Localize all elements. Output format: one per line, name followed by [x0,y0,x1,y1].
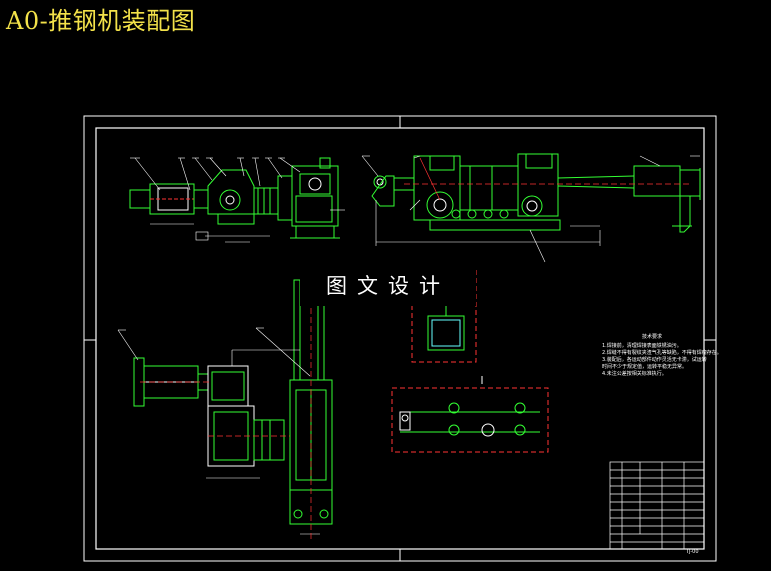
bottom-left-view [133,279,333,525]
watermark-text: 图文设计 [300,266,476,306]
top-right-centerlines [404,157,690,201]
top-left-view [129,157,340,239]
bottom-left-centerlines [140,290,312,540]
title-block [609,461,705,550]
top-right-view [371,153,701,233]
top-right-dimensions [361,155,700,263]
top-left-dimensions [130,157,345,243]
detail-view-upper [411,269,477,363]
technical-requirements-heading: 技术要求 [641,334,662,340]
requirement-line: 1.焊接前，清理焊接表面铁锈油污。 [602,343,682,349]
technical-requirements: 技术要求 1.焊接前，清理焊接表面铁锈油污。 2.焊缝不得有裂纹夹渣气孔等缺陷，… [602,334,722,404]
detail-view-lower [391,376,549,453]
requirement-line: 2.焊缝不得有裂纹夹渣气孔等缺陷，不得有焊瘤存在。 [602,350,722,356]
page-title: A0-推钢机装配图 [6,7,196,35]
requirement-line: 3.装配后，各运动部件动作灵活无卡滞，试运转 [602,357,707,363]
requirement-line: 时间不少于规定值，运转平稳无异常。 [602,364,688,370]
requirement-line: 4.未注公差按相关标准执行。 [602,371,667,377]
bottom-left-lines [117,327,320,535]
drawing-code: TJ-00 [686,549,699,555]
